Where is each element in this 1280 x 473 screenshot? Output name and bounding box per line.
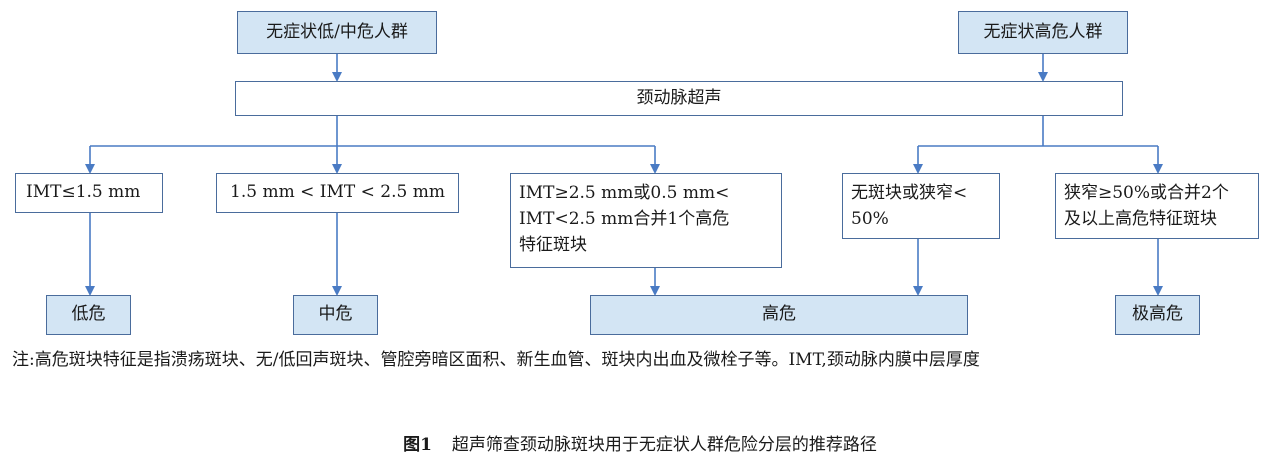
box-risk-low: 低危 [46, 295, 131, 335]
box-risk-high: 高危 [590, 295, 968, 335]
box-no-plaque: 无斑块或狭窄< 50% [842, 173, 1000, 239]
flow-connectors [85, 54, 1163, 296]
box-high-risk-group: 无症状高危人群 [958, 11, 1128, 54]
figure-label: 图1 [403, 435, 432, 455]
box-imt-high: IMT≥2.5 mm或0.5 mm< IMT<2.5 mm合并1个高危 特征斑块 [510, 173, 782, 268]
figure-note: 注:高危斑块特征是指溃疡斑块、无/低回声斑块、管腔旁暗区面积、新生血管、斑块内出… [12, 350, 980, 370]
box-risk-mid: 中危 [293, 295, 378, 335]
box-low-mid-risk-group: 无症状低/中危人群 [237, 11, 437, 54]
figure-title: 超声筛查颈动脉斑块用于无症状人群危险分层的推荐路径 [451, 435, 877, 455]
box-stenosis: 狭窄≥50%或合并2个 及以上高危特征斑块 [1055, 173, 1259, 239]
box-carotid-ultrasound: 颈动脉超声 [235, 81, 1123, 116]
box-risk-very-high: 极高危 [1115, 295, 1200, 335]
box-imt-mid: 1.5 mm < IMT < 2.5 mm [216, 173, 459, 213]
figure-caption: 图1 超声筛查颈动脉斑块用于无症状人群危险分层的推荐路径 [0, 430, 1280, 455]
box-imt-low: IMT≤1.5 mm [15, 173, 163, 213]
